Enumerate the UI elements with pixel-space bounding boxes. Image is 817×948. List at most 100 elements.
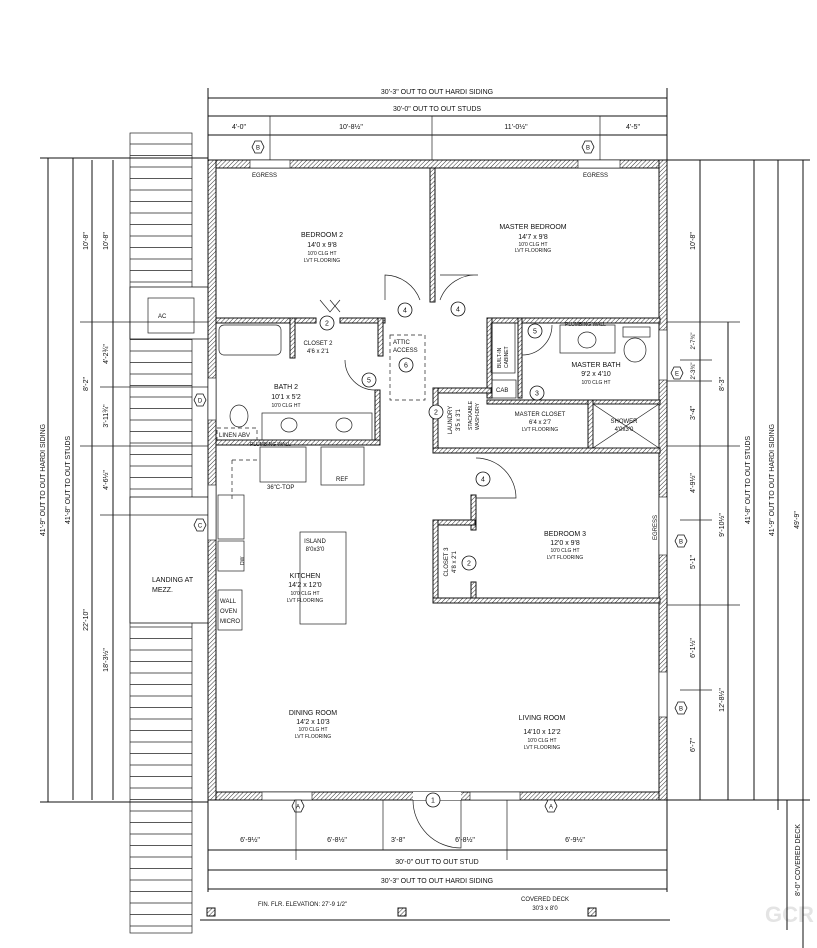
egress-label: EGRESS xyxy=(252,173,277,179)
door-tag-number: 1 xyxy=(431,798,435,805)
wall-oven-label-1: WALL xyxy=(220,599,237,605)
room-closet3-name: CLOSET 3 xyxy=(444,547,450,577)
room-bedroom3-floor: LVT FLOORING xyxy=(547,555,583,561)
island-name: ISLAND xyxy=(304,539,326,545)
window-tag-letter: D xyxy=(198,399,203,405)
room-masterbath-ceiling: 10'0 CLG HT xyxy=(581,380,610,386)
room-living-ceiling: 10'0 CLG HT xyxy=(527,738,556,744)
window-tag-letter: A xyxy=(549,805,553,811)
ctop-label: 36"C-TOP xyxy=(267,485,294,491)
wall-oven-label-2: OVEN xyxy=(220,609,237,615)
dim-top-seg: 4'-5" xyxy=(626,124,640,131)
dim-right-inner: 10'-8" xyxy=(690,232,697,250)
room-dining-floor: LVT FLOORING xyxy=(295,734,331,740)
room-closet2-size: 4'6 x 2'1 xyxy=(307,349,330,355)
room-closet3-size: 4'8 x 2'1 xyxy=(452,550,458,573)
window-tag-letter: C xyxy=(198,524,203,530)
room-master-ceiling: 10'0 CLG HT xyxy=(518,242,547,248)
room-bath2-name: BATH 2 xyxy=(274,384,298,391)
egress-label: EGRESS xyxy=(583,173,608,179)
door-tag-number: 4 xyxy=(481,477,485,484)
window-tag-hexagon xyxy=(581,140,595,154)
window-tag-hexagon xyxy=(251,140,265,154)
dim-right-mid: 12'-8½" xyxy=(718,688,726,712)
dim-bottom-seg: 6'-8½" xyxy=(327,836,347,844)
exterior-walls xyxy=(207,159,668,849)
dim-bottom-studs: 30'-0" OUT TO OUT STUD xyxy=(395,859,478,866)
landing-label-1: LANDING AT xyxy=(152,577,194,584)
room-bath2-size: 10'1 x 5'2 xyxy=(271,394,301,401)
room-mastercloset-name: MASTER CLOSET xyxy=(515,412,566,418)
dim-left-siding: 41'-9" OUT TO OUT HARDI SIDING xyxy=(40,424,47,536)
room-laundry-size: 3'5 x 3'1 xyxy=(456,408,462,431)
dim-left-inner: 4'-6½" xyxy=(102,470,110,490)
door-tag-circle xyxy=(397,302,413,318)
window-tag-letter: B xyxy=(256,146,260,152)
room-dining-size: 14'2 x 10'3 xyxy=(296,719,330,726)
dim-right-mid: 8'-3" xyxy=(719,377,726,391)
door-tag-circle xyxy=(398,357,414,373)
access-label: ACCESS xyxy=(393,348,418,354)
dw-label: DW xyxy=(240,556,246,565)
room-bedroom2-ceiling: 10'0 CLG HT xyxy=(307,251,336,257)
room-laundry-name: LAUNDRY xyxy=(448,406,454,435)
room-bedroom2-floor: LVT FLOORING xyxy=(304,258,340,264)
dim-right-inner: 2'-3¾" xyxy=(691,363,697,380)
room-shower-size: 4'0x3'0 xyxy=(615,427,634,433)
dim-top-studs: 30'-0" OUT TO OUT STUDS xyxy=(393,106,481,113)
door-tag-number: 4 xyxy=(403,308,407,315)
door-tag-circle xyxy=(319,315,335,331)
egress-label: EGRESS xyxy=(653,515,659,540)
island-size: 8'0x3'0 xyxy=(306,547,325,553)
landing-label-2: MEZZ. xyxy=(152,587,173,594)
room-bedroom2-name: BEDROOM 2 xyxy=(301,232,343,239)
dim-right-siding: 41'-9" OUT TO OUT HARDI SIDING xyxy=(769,424,776,536)
room-masterbath-size: 9'2 x 4'10 xyxy=(581,371,611,378)
wash-dry-label: WASH-DRY xyxy=(475,402,481,430)
room-bedroom3-size: 12'0 x 9'8 xyxy=(550,540,580,547)
misc-labels: EGRESS EGRESS EGRESS ATTIC ACCESS BUILT-… xyxy=(216,173,659,625)
room-bath2-ceiling: 10'0 CLG HT xyxy=(271,403,300,409)
fin-floor-elevation: FIN. FLR. ELEVATION: 27'-9 1/2" xyxy=(258,902,347,908)
room-living-name: LIVING ROOM xyxy=(519,715,566,722)
dim-left-mid: 22'-10" xyxy=(83,609,90,631)
covered-deck-size: 30'3 x 8'0 xyxy=(532,906,558,912)
ac-label: AC xyxy=(158,314,167,320)
window-tag-hexagon xyxy=(670,366,684,380)
window-tag-hexagon xyxy=(674,701,688,715)
cabinet-label: CABINET xyxy=(504,346,510,368)
window-tag-letter: B xyxy=(586,146,590,152)
stackable-label: STACKABLE xyxy=(468,400,474,430)
window-tag-hexagon xyxy=(544,799,558,813)
room-master-size: 14'7 x 9'8 xyxy=(518,234,548,241)
plumbing-wall-label: PLUMBING WALL xyxy=(565,322,606,328)
door-tag-circle xyxy=(461,555,477,571)
room-living-size: 14'10 x 12'2 xyxy=(523,729,560,736)
dim-right-inner: 6'-1½" xyxy=(689,638,697,658)
room-kitchen-size: 14'2 x 12'0 xyxy=(288,582,322,589)
dim-right-inner: 6'-7" xyxy=(690,738,697,752)
door-tag-circle xyxy=(529,385,545,401)
dim-left-inner: 4'-2¾" xyxy=(103,344,110,364)
dim-covered-deck: 8'-0" COVERED DECK xyxy=(795,824,802,896)
dimensions: 30'-3" OUT TO OUT HARDI SIDING 30'-0" OU… xyxy=(40,88,810,948)
room-labels: BEDROOM 2 14'0 x 9'8 10'0 CLG HT LVT FLO… xyxy=(271,224,638,751)
doors xyxy=(319,274,553,499)
plumbing-wall-label: PLUMBING WALL xyxy=(250,442,291,448)
dim-right-total: 49'-9" xyxy=(794,511,801,529)
window-tag-hexagon xyxy=(291,799,305,813)
door-tag-circle xyxy=(428,404,444,420)
dim-top-seg: 11'-0½" xyxy=(504,123,528,131)
dim-left-mid: 10'-8" xyxy=(83,232,90,250)
room-bedroom2-size: 14'0 x 9'8 xyxy=(307,242,337,249)
door-tag-circle xyxy=(361,372,377,388)
covered-deck-label: COVERED DECK xyxy=(521,897,569,903)
window-tag-letter: E xyxy=(675,372,679,378)
room-mastercloset-floor: LVT FLOORING xyxy=(522,427,558,433)
dim-left-studs: 41'-8" OUT TO OUT STUDS xyxy=(65,436,72,524)
dim-right-mid: 9'-10½" xyxy=(718,513,726,537)
watermark-logo: GCR xyxy=(765,902,814,927)
room-kitchen-ceiling: 10'0 CLG HT xyxy=(290,591,319,597)
dim-bottom-seg: 6'-9½" xyxy=(240,836,260,844)
